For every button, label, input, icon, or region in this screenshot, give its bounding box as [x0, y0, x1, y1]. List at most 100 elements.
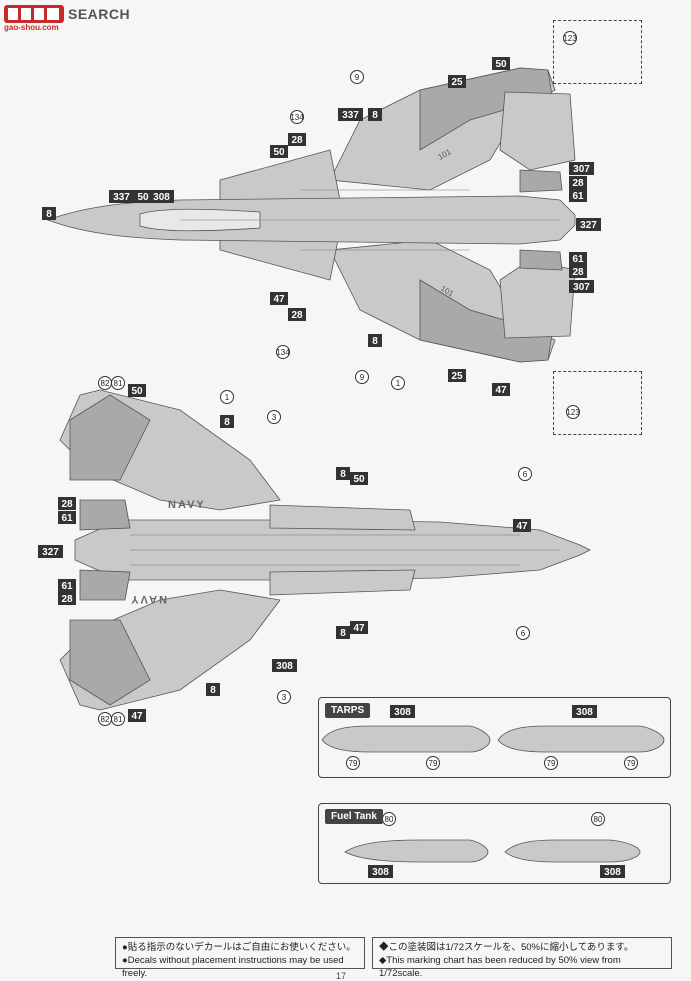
callout-top-61: 61: [569, 189, 587, 202]
svg-text:28: 28: [572, 267, 584, 278]
callout-top-307: 307: [569, 162, 594, 175]
callout-bottom-8: 8: [336, 626, 350, 639]
svg-text:28: 28: [572, 178, 584, 189]
svg-text:308: 308: [604, 867, 621, 878]
note-left-en: ●Decals without placement instructions m…: [122, 955, 344, 979]
callout-bottom-47: 47: [128, 709, 146, 722]
fuel-circle-80: 80: [591, 812, 605, 826]
svg-text:307: 307: [573, 282, 590, 293]
page-number: 17: [336, 971, 347, 981]
svg-text:6: 6: [523, 470, 528, 479]
svg-text:50: 50: [137, 192, 149, 203]
callout-bottom-8: 8: [336, 467, 350, 480]
callout-top-50: 50: [492, 57, 510, 70]
svg-text:47: 47: [353, 623, 365, 634]
watermark-url: gao-shou.com: [4, 23, 59, 32]
note-right-ja: ◆この塗装図は1/72スケールを、50%に縮小してあります。: [379, 942, 634, 953]
fuel-callout-308: 308: [368, 865, 393, 878]
svg-text:308: 308: [276, 661, 293, 672]
svg-text:9: 9: [360, 373, 365, 382]
circle-callout-bottom-6: 6: [518, 467, 532, 481]
svg-text:50: 50: [495, 59, 507, 70]
svg-text:61: 61: [61, 513, 73, 524]
callout-top-308: 308: [149, 190, 174, 203]
svg-text:8: 8: [46, 209, 52, 220]
callout-bottom-28: 28: [58, 592, 76, 605]
svg-text:50: 50: [131, 386, 143, 397]
callout-bottom-50: 50: [128, 384, 146, 397]
svg-text:308: 308: [394, 707, 411, 718]
tarps-circle-79: 79: [346, 756, 360, 770]
notes-left: ●貼る指示のないデカールはご自由にお使いください。 ●Decals withou…: [115, 937, 365, 979]
note-right-en: ◆This marking chart has been reduced by …: [379, 955, 621, 979]
tarps-callout-308: 308: [572, 705, 597, 718]
circle-callout-top-123: 123: [563, 31, 577, 45]
circle-callout-bottom-82: 82: [98, 376, 112, 390]
circle-callout-top-9: 9: [350, 70, 364, 84]
svg-text:50: 50: [353, 474, 365, 485]
circle-callout-top-134: 134: [290, 110, 304, 124]
callout-bottom-61: 61: [58, 579, 76, 592]
circle-callout-top-1: 1: [391, 376, 405, 390]
callout-bottom-47: 47: [513, 519, 531, 532]
tarps-callout-308: 308: [390, 705, 415, 718]
callout-bottom-308: 308: [272, 659, 297, 672]
svg-text:123: 123: [566, 408, 580, 417]
watermark: gao-shou.com SEARCH: [4, 4, 130, 34]
svg-text:8: 8: [210, 685, 216, 696]
callout-top-28: 28: [569, 265, 587, 278]
callout-top-25: 25: [448, 369, 466, 382]
svg-text:28: 28: [291, 135, 303, 146]
svg-text:307: 307: [573, 164, 590, 175]
svg-text:8: 8: [340, 469, 346, 480]
watermark-logo-icon: gao-shou.com: [4, 4, 66, 34]
callout-top-307: 307: [569, 280, 594, 293]
svg-text:3: 3: [282, 693, 287, 702]
callout-top-50: 50: [134, 190, 152, 203]
svg-text:47: 47: [273, 294, 285, 305]
svg-text:8: 8: [372, 110, 378, 121]
navy-upper: NAVY: [168, 499, 206, 511]
callout-bottom-327: 327: [38, 545, 63, 558]
svg-text:25: 25: [451, 77, 463, 88]
svg-text:134: 134: [276, 348, 290, 357]
svg-text:82: 82: [101, 379, 110, 388]
callout-top-327: 327: [576, 218, 601, 231]
svg-text:28: 28: [291, 310, 303, 321]
svg-text:308: 308: [372, 867, 389, 878]
svg-text:9: 9: [355, 73, 360, 82]
svg-text:82: 82: [101, 715, 110, 724]
callout-top-8: 8: [42, 207, 56, 220]
svg-text:61: 61: [61, 581, 73, 592]
decal-detail-box-top: [553, 20, 642, 84]
svg-text:134: 134: [290, 113, 304, 122]
fuel-tank-title: Fuel Tank: [325, 809, 383, 824]
circle-callout-bottom-3: 3: [267, 410, 281, 424]
svg-text:1: 1: [225, 393, 230, 402]
fuel-tank-box: Fuel Tank: [318, 803, 671, 884]
circle-callout-bottom-1: 1: [220, 390, 234, 404]
navy-lower: NAVY: [129, 593, 167, 605]
tarps-circle-79: 79: [544, 756, 558, 770]
aircraft-bottom-view: NAVY NAVY: [59, 389, 591, 711]
decal-detail-box-bottom: [553, 371, 642, 435]
callout-top-47: 47: [270, 292, 288, 305]
callout-top-8: 8: [368, 108, 382, 121]
fuel-callout-308: 308: [600, 865, 625, 878]
callout-top-50: 50: [270, 145, 288, 158]
watermark-title: SEARCH: [68, 6, 131, 22]
circle-callout-top-134: 134: [276, 345, 290, 359]
callout-top-337: 337: [109, 190, 134, 203]
svg-text:79: 79: [349, 759, 358, 768]
circle-callout-top-123: 123: [566, 405, 580, 419]
svg-text:28: 28: [61, 499, 73, 510]
svg-text:6: 6: [521, 629, 526, 638]
svg-text:8: 8: [224, 417, 230, 428]
callout-top-337: 337: [338, 108, 363, 121]
callout-top-47: 47: [492, 383, 510, 396]
svg-text:80: 80: [594, 815, 603, 824]
callout-top-25: 25: [448, 75, 466, 88]
tarps-circle-79: 79: [426, 756, 440, 770]
aircraft-top-view: 101 101: [46, 67, 576, 363]
